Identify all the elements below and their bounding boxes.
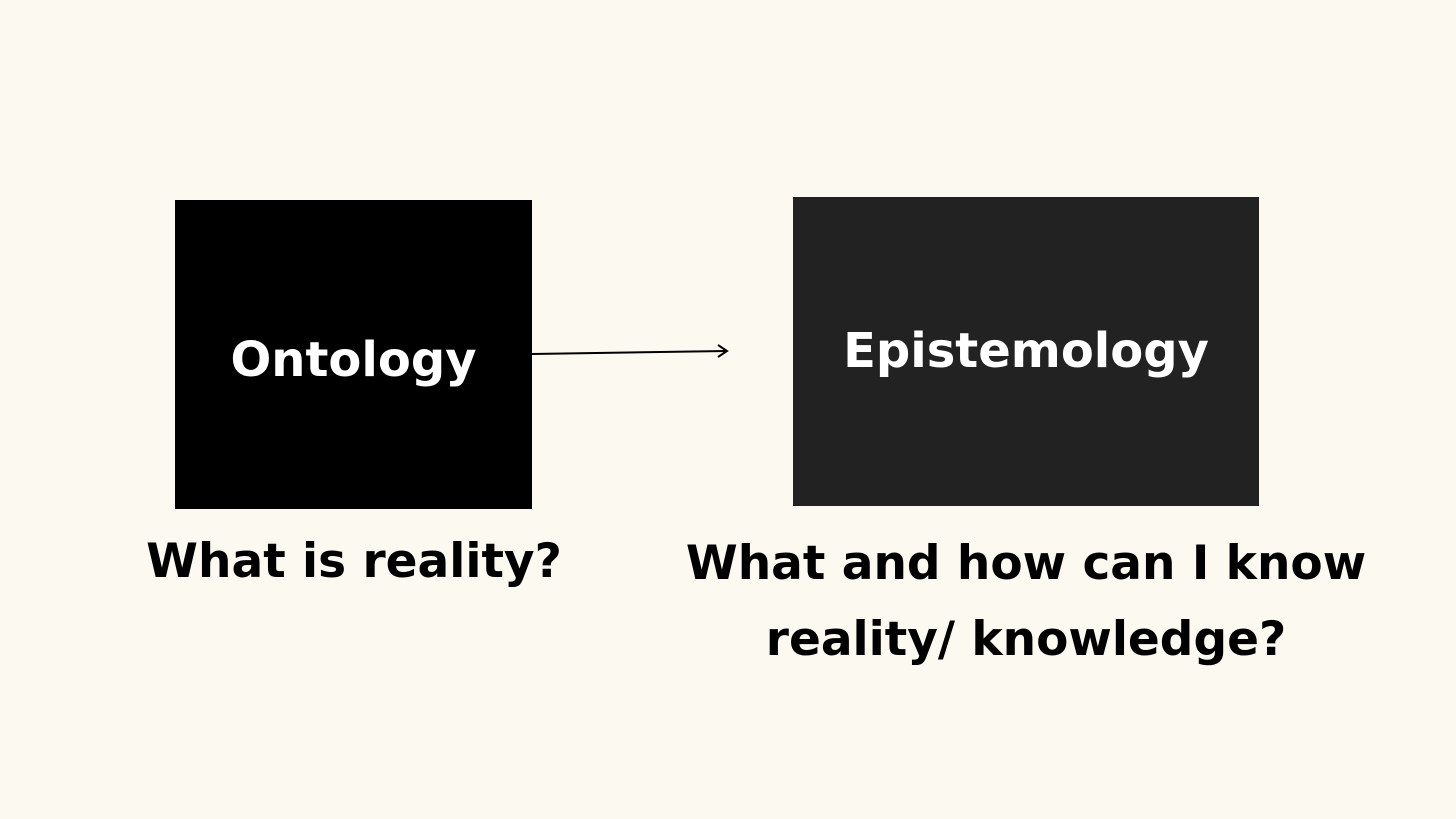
epistemology-label: Epistemology xyxy=(843,322,1209,379)
ontology-box: Ontology xyxy=(175,200,532,509)
epistemology-question-line-1: What and how can I know xyxy=(685,536,1367,591)
ontology-question-line: What is reality? xyxy=(146,534,562,589)
arrowhead-icon xyxy=(717,344,729,358)
epistemology-question-line-2: reality/ knowledge? xyxy=(765,612,1287,667)
ontology-question: What is reality? xyxy=(104,524,604,600)
ontology-label: Ontology xyxy=(230,331,477,388)
epistemology-box: Epistemology xyxy=(793,197,1259,506)
epistemology-question: What and how can I know reality/ knowled… xyxy=(676,526,1376,678)
arrow-line xyxy=(531,350,727,355)
